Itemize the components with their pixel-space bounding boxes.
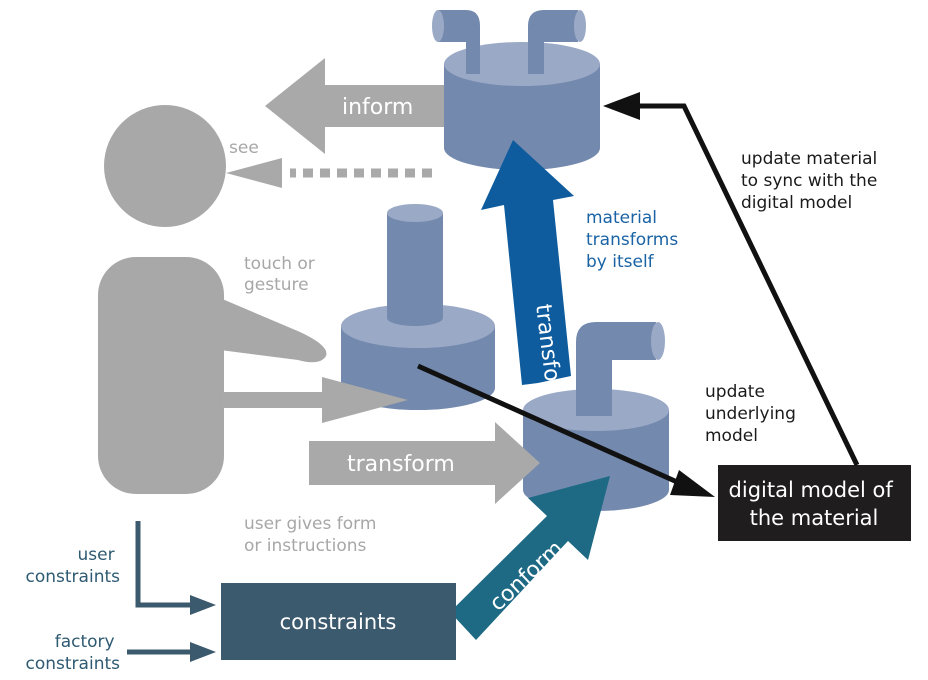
transform-horizontal-label: transform — [347, 452, 455, 477]
update-material-sync-line — [603, 92, 860, 467]
material-transforms-line-3: by itself — [586, 252, 655, 272]
see-arrowhead — [226, 158, 282, 188]
factory-constraints-line-2: constraints — [26, 654, 121, 674]
top-right-pipe-opening — [574, 10, 586, 42]
digital-model-line-2: the material — [750, 506, 879, 530]
digital-model-text: digital model of the material — [729, 478, 900, 530]
top-cylinder-top — [444, 42, 600, 86]
right-cylinder-side — [523, 410, 669, 511]
factory-constraints-arrowhead — [190, 642, 216, 662]
constraints-rect — [221, 583, 456, 660]
update-underlying-line-2: underlying — [705, 404, 796, 424]
model-update-arrowhead — [670, 470, 715, 497]
inform-arrow: inform — [265, 58, 445, 154]
see-label: see — [229, 138, 259, 158]
user-constraints-line — [135, 521, 194, 608]
right-material-cylinder — [523, 322, 669, 511]
push-arrow — [222, 377, 408, 423]
top-cylinder-side — [444, 64, 600, 170]
material-transforms-line-1: material — [586, 208, 657, 228]
constraints-box: constraints — [221, 583, 456, 660]
middle-column-top — [387, 204, 443, 222]
user-constraints-line-1: user — [78, 545, 115, 565]
update-material-line-2: to sync with the — [741, 171, 877, 191]
update-material-line-3: digital model — [741, 193, 852, 213]
middle-column-side — [387, 213, 443, 326]
material-transforms-line-2: transforms — [586, 230, 678, 250]
person-figure — [98, 105, 327, 494]
update-underlying-model-line — [416, 363, 715, 497]
sync-line — [636, 103, 860, 467]
transform-horizontal-arrow-shape — [309, 422, 540, 504]
model-update-line — [416, 363, 688, 489]
update-underlying-label: update underlying model — [705, 382, 801, 446]
middle-material-cylinder — [341, 204, 495, 410]
right-pipe — [576, 322, 656, 416]
inform-arrow-shape — [265, 58, 445, 154]
user-constraints-arrowhead — [190, 595, 216, 615]
transform-horizontal-arrow: transform — [309, 422, 540, 504]
person-pointing-arm — [220, 298, 327, 363]
constraints-label: constraints — [280, 610, 397, 634]
update-underlying-line-1: update — [705, 382, 765, 402]
touch-gesture-label: touch or gesture — [244, 254, 320, 295]
user-constraints-label: user constraints — [26, 545, 121, 587]
middle-cylinder-top — [341, 304, 495, 348]
digital-model-rect — [718, 465, 911, 541]
factory-constraints-connector — [127, 642, 216, 662]
factory-constraints-line-1: factory — [55, 632, 115, 652]
top-right-pipe — [528, 10, 578, 74]
user-gives-form-line-1: user gives form — [244, 514, 376, 534]
user-constraints-line-2: constraints — [26, 567, 121, 587]
sync-arrowhead — [603, 92, 640, 120]
person-body — [98, 257, 224, 494]
person-head — [104, 105, 226, 227]
factory-constraints-label: factory constraints — [26, 632, 121, 674]
user-constraints-connector — [135, 521, 216, 615]
top-material-cylinder — [432, 10, 600, 170]
user-gives-form-label: user gives form or instructions — [244, 514, 382, 556]
update-material-label: update material to sync with the digital… — [741, 149, 883, 213]
update-underlying-line-3: model — [705, 426, 758, 446]
see-arrow: see — [226, 138, 432, 188]
touch-gesture-line-1: touch or — [244, 254, 315, 274]
touch-gesture-line-2: gesture — [244, 275, 309, 295]
conform-arrow-shape — [450, 476, 610, 640]
top-left-pipe-opening — [432, 10, 444, 42]
material-transforms-label: material transforms by itself — [586, 208, 684, 272]
top-left-pipe — [438, 10, 480, 74]
conform-arrow: conform — [450, 476, 610, 640]
digital-model-line-1: digital model of — [729, 478, 894, 502]
update-material-line-1: update material — [741, 149, 877, 169]
user-gives-form-line-2: or instructions — [244, 536, 366, 556]
inform-label: inform — [342, 95, 413, 120]
right-pipe-opening — [651, 322, 665, 360]
transform-vertical-arrow-shape — [481, 140, 574, 385]
digital-model-box: digital model of the material — [718, 465, 911, 541]
